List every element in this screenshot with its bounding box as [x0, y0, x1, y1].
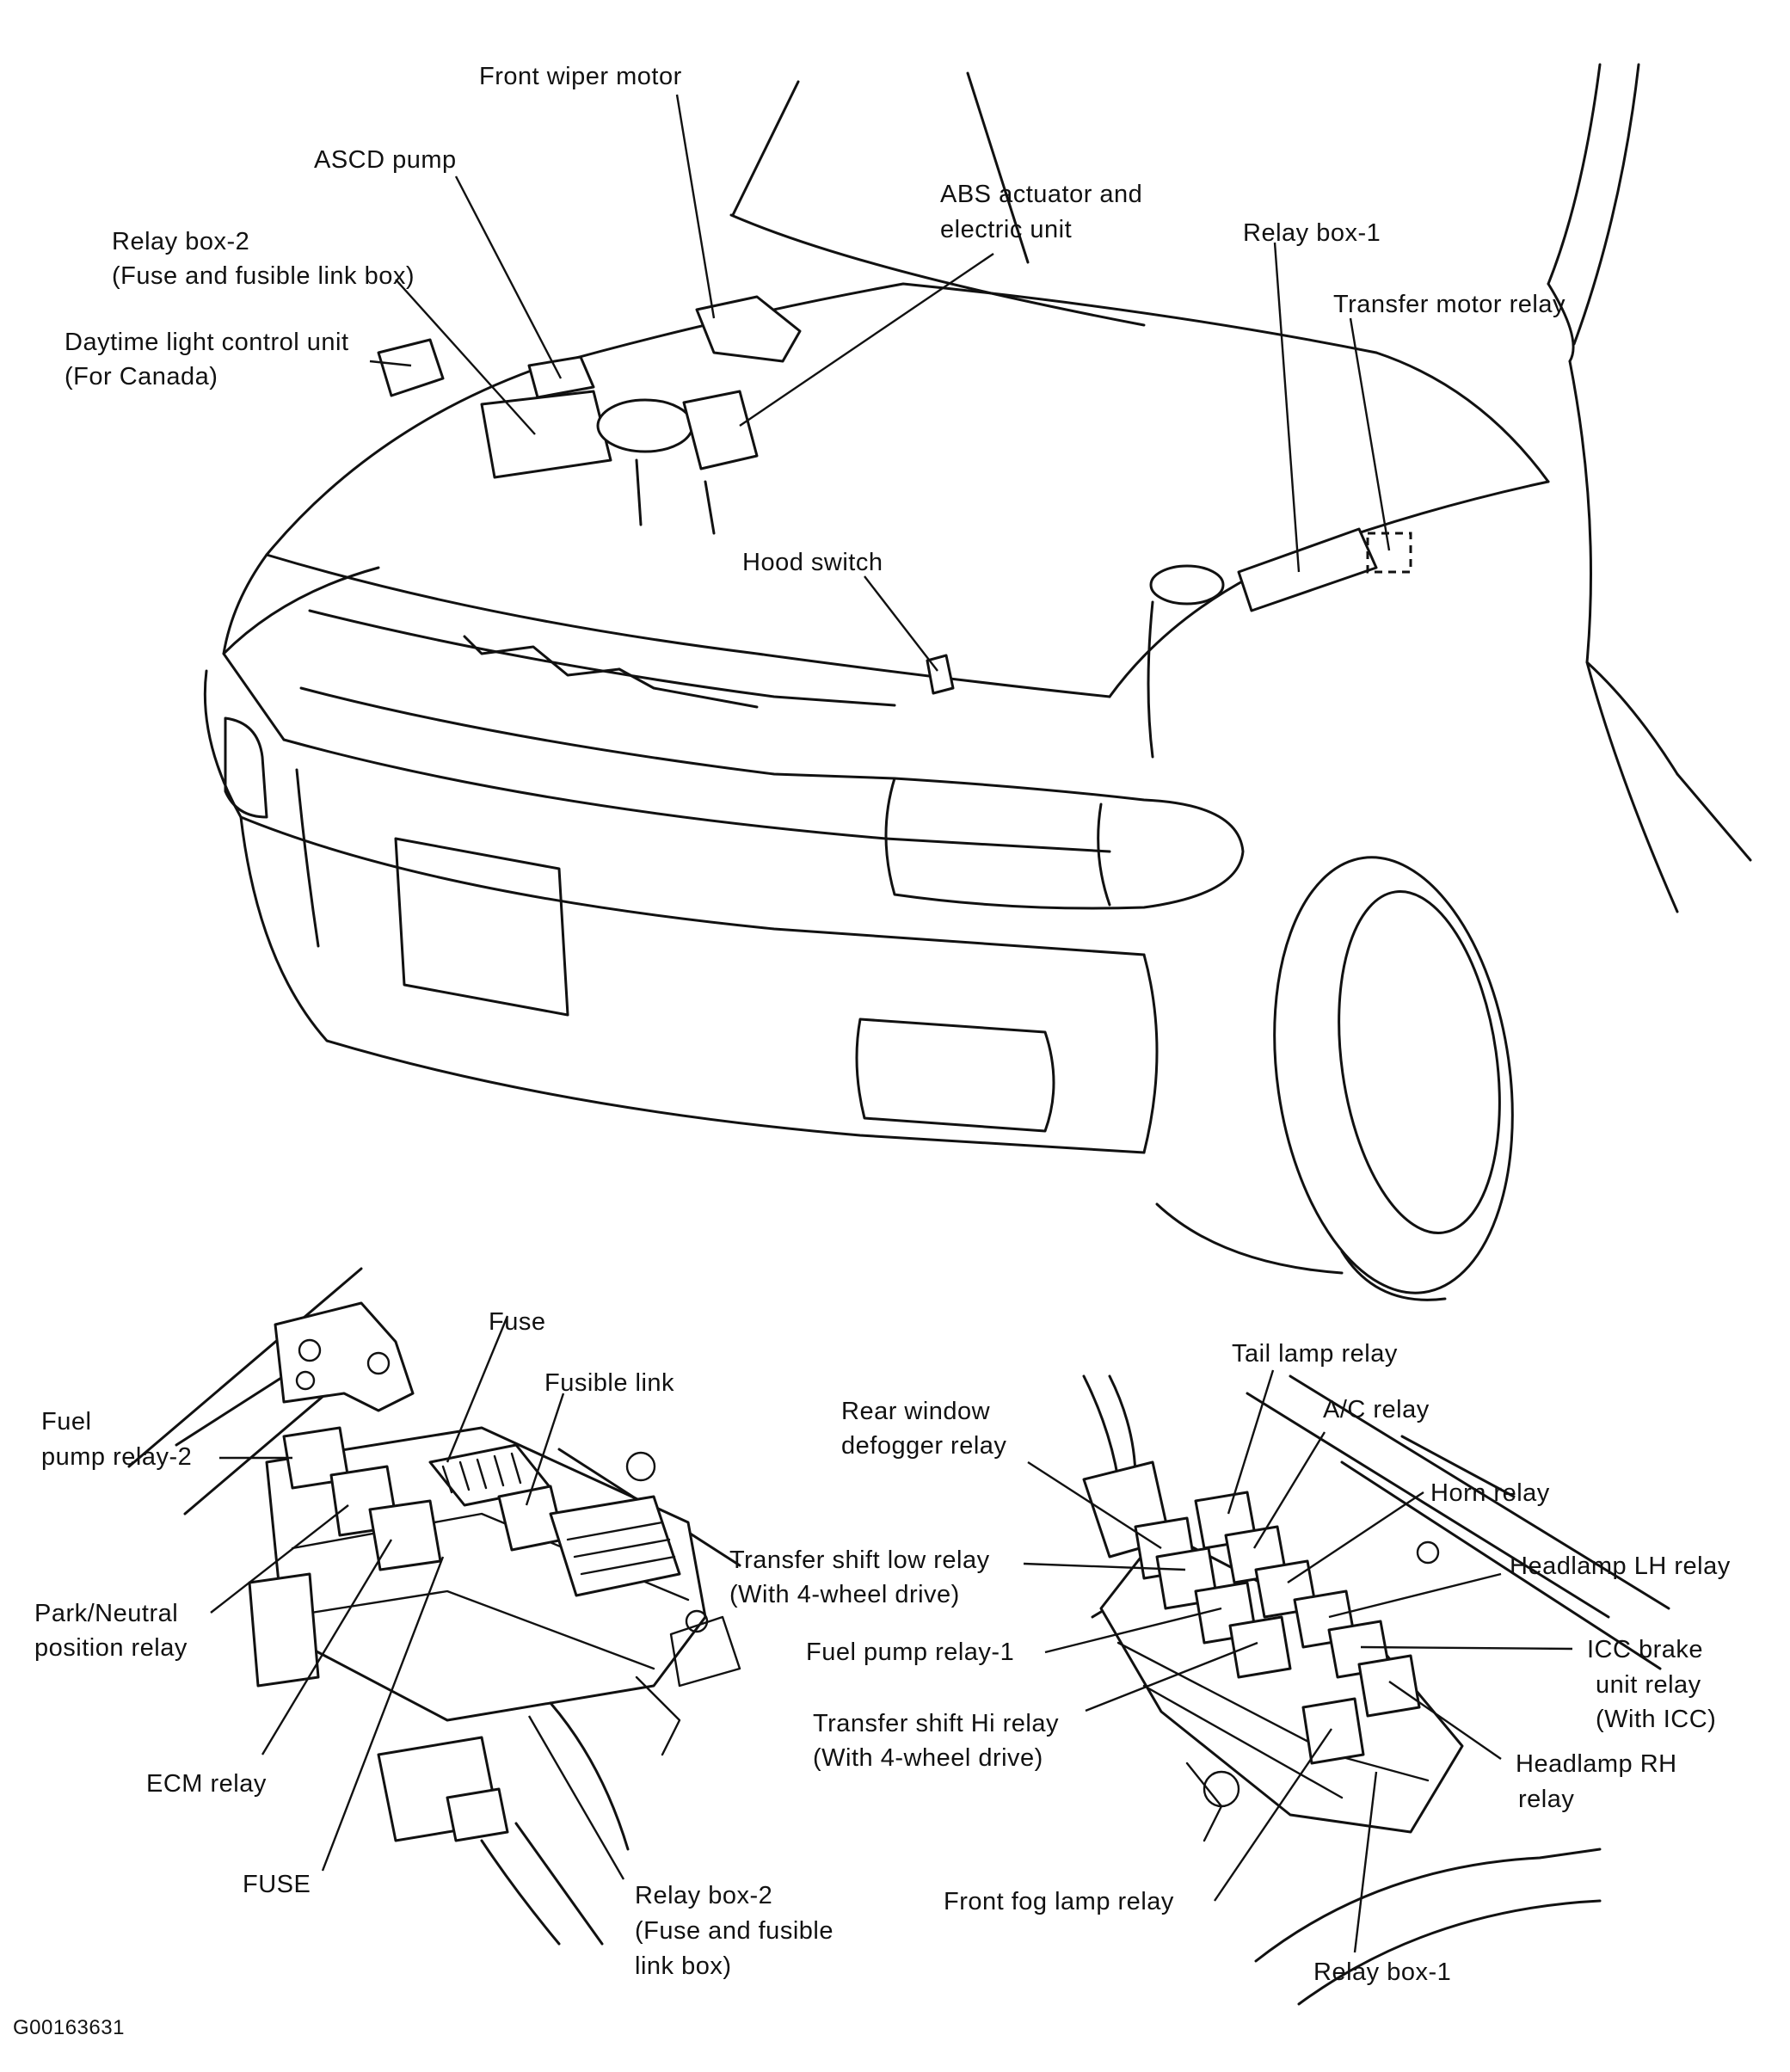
label-tail-lamp-relay: Tail lamp relay	[1232, 1340, 1398, 1368]
label-park-neutral-line1: Park/Neutral	[34, 1600, 178, 1627]
label-icc-brake-line1: ICC brake	[1587, 1636, 1703, 1663]
label-transfer-shift-hi-line1: Transfer shift Hi relay	[813, 1710, 1059, 1737]
relay-box1-detail-drawing	[1082, 1374, 1670, 2006]
label-transfer-shift-low-line1: Transfer shift low relay	[729, 1546, 990, 1574]
label-icc-brake-line3: (With ICC)	[1596, 1706, 1716, 1733]
relay-box2-shape	[480, 390, 612, 479]
headlamp-rh-relay-shape	[1357, 1654, 1421, 1718]
label-figure-code: G00163631	[13, 2016, 125, 2039]
label-rear-window-line2: defogger relay	[841, 1432, 1006, 1460]
reservoir-shape	[596, 398, 694, 453]
transfer-motor-relay-shape	[1366, 532, 1412, 574]
label-transfer-motor-relay: Transfer motor relay	[1333, 291, 1565, 318]
abs-actuator-shape	[682, 390, 759, 470]
label-hood-switch: Hood switch	[742, 549, 883, 576]
relay-box1-leader-lines	[1023, 1369, 1573, 1953]
label-transfer-shift-low-line2: (With 4-wheel drive)	[729, 1581, 960, 1608]
label-headlamp-rh-line1: Headlamp RH	[1516, 1750, 1677, 1778]
relay-box2-leader-lines	[210, 1315, 625, 1880]
label-daytime-light-line1: Daytime light control unit	[65, 329, 349, 356]
label-fuse-top: Fuse	[489, 1308, 545, 1336]
label-relay-box2-bottom-line1: Relay box-2	[635, 1882, 772, 1909]
washer-tank-shape	[1149, 564, 1225, 606]
label-relay-box2-top-line2: (Fuse and fusible link box)	[112, 262, 415, 290]
relay-box2-labels: Fuse Fusible link Fuel pump relay-2 Park…	[13, 1308, 833, 2039]
label-ecm-relay: ECM relay	[146, 1770, 267, 1798]
label-relay-box1-top: Relay box-1	[1243, 219, 1381, 247]
label-abs-actuator-line1: ABS actuator and	[940, 181, 1142, 208]
label-relay-box2-top-line1: Relay box-2	[112, 228, 249, 255]
label-daytime-light-line2: (For Canada)	[65, 363, 218, 390]
label-front-fog-lamp-relay: Front fog lamp relay	[944, 1888, 1174, 1915]
label-ascd-pump: ASCD pump	[314, 146, 457, 174]
vehicle-front-drawing	[203, 63, 1752, 1301]
label-icc-brake-line2: unit relay	[1596, 1671, 1701, 1699]
top-labels: Front wiper motor ASCD pump ABS actuator…	[65, 63, 1565, 576]
label-transfer-shift-hi-line2: (With 4-wheel drive)	[813, 1744, 1043, 1772]
label-headlamp-lh-relay: Headlamp LH relay	[1510, 1552, 1731, 1580]
label-relay-box2-bottom-line2: (Fuse and fusible	[635, 1917, 833, 1945]
transfer-shift-hi-relay-shape	[1228, 1615, 1292, 1679]
label-fuel-pump-relay1: Fuel pump relay-1	[806, 1639, 1014, 1666]
top-leader-lines	[369, 94, 1391, 672]
label-horn-relay: Horn relay	[1430, 1479, 1550, 1507]
relay-box2-detail-drawing	[127, 1267, 741, 1946]
label-fuel-pump-relay2-line1: Fuel	[41, 1408, 91, 1436]
relay-box1-shape	[1237, 527, 1378, 612]
relay-box1-labels: Tail lamp relay A/C relay Rear window de…	[729, 1340, 1731, 1986]
label-fuel-pump-relay2-line2: pump relay-2	[41, 1443, 192, 1471]
label-relay-box2-bottom-line3: link box)	[635, 1952, 732, 1980]
label-relay-box1-bottom: Relay box-1	[1313, 1958, 1451, 1986]
label-front-wiper-motor: Front wiper motor	[479, 63, 682, 90]
daytime-light-unit-shape	[377, 338, 445, 397]
label-fusible-link: Fusible link	[544, 1369, 674, 1397]
label-park-neutral-line2: position relay	[34, 1634, 188, 1662]
wiper-motor-shape	[695, 295, 802, 363]
label-fuse-lower: FUSE	[243, 1871, 311, 1898]
label-rear-window-line1: Rear window	[841, 1398, 991, 1425]
label-ac-relay: A/C relay	[1323, 1396, 1430, 1423]
front-fog-lamp-relay-shape	[1301, 1697, 1365, 1765]
label-abs-actuator-line2: electric unit	[940, 216, 1072, 243]
label-headlamp-rh-line2: relay	[1518, 1786, 1574, 1813]
